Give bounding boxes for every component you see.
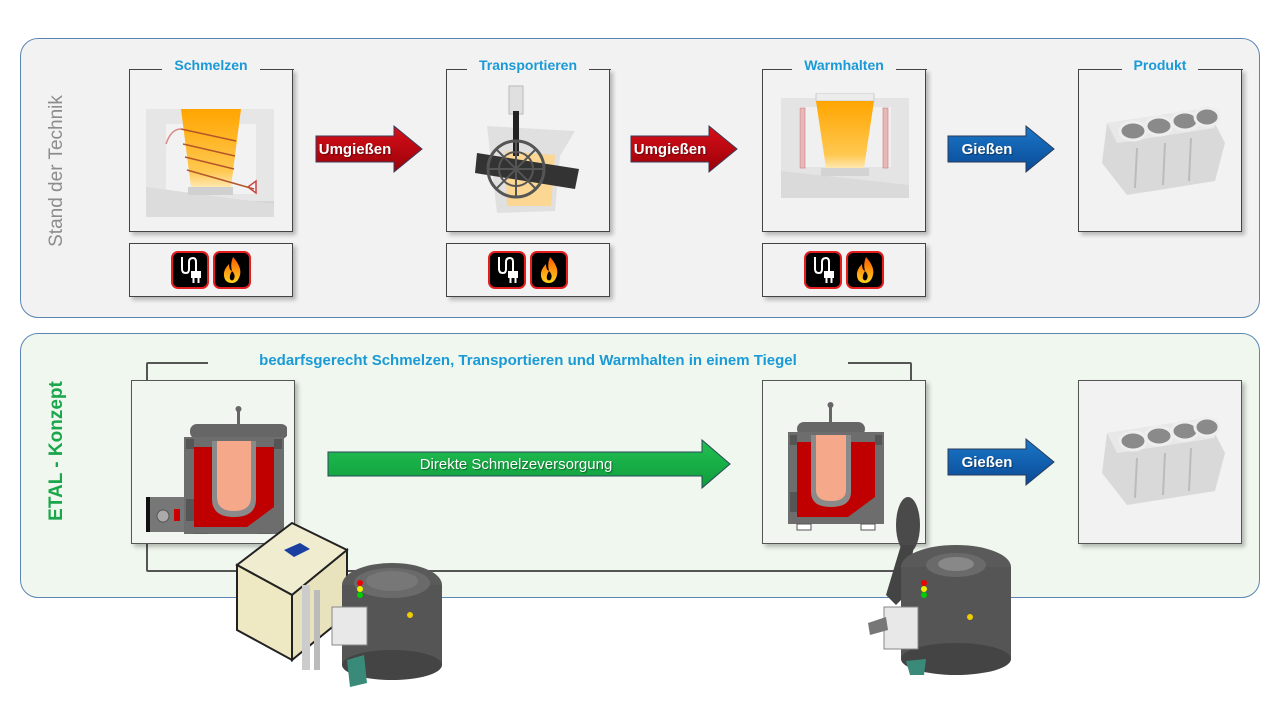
cast-arrow-label: Gießen: [961, 140, 1013, 158]
etal-concept-label: ETAL - Konzept: [46, 381, 67, 521]
cast-arrow-top: Gießen: [946, 124, 1058, 174]
induction-melting-furnace-illustration: [146, 109, 274, 217]
cast-arrow-bottom: Gießen: [946, 437, 1058, 487]
stage-title: Transportieren: [466, 57, 590, 73]
pour-arrow-1: Umgießen: [314, 124, 426, 174]
direct-melt-supply-label: Direkte Schmelzeversorgung: [419, 455, 613, 473]
crucible-furnace-illustration: [788, 402, 884, 531]
stage-produkt: Produkt: [1077, 57, 1243, 232]
transport-ladle-illustration: [475, 85, 579, 213]
stage-warmhalten: Warmhalten: [761, 57, 927, 232]
pour-arrow-label: Umgießen: [633, 140, 707, 158]
engine-block-illustration: [1102, 416, 1225, 505]
crucible-furnace-with-burner-illustration: [146, 406, 287, 534]
stage-schmelzen: Schmelzen: [128, 57, 294, 232]
energy-sources-warmhalten: [762, 243, 926, 297]
stage-title: Schmelzen: [162, 57, 260, 73]
engine-block-illustration: [1102, 106, 1225, 195]
crucible-furnace-box-1: [131, 380, 295, 544]
direct-melt-supply-arrow: Direkte Schmelzeversorgung: [326, 438, 736, 490]
bracket-title: bedarfsgerecht Schmelzen, Transportieren…: [208, 352, 848, 369]
pour-arrow-2: Umgießen: [629, 124, 741, 174]
melting-station-machine: [235, 521, 442, 687]
energy-sources-transportieren: [446, 243, 610, 297]
holding-furnace-illustration: [781, 93, 909, 198]
energy-sources-schmelzen: [129, 243, 293, 297]
flame-icon: [846, 251, 884, 289]
state-of-the-art-label: Stand der Technik: [46, 95, 67, 247]
pour-arrow-label: Umgießen: [318, 140, 392, 158]
electric-plug-icon: [804, 251, 842, 289]
electric-plug-icon: [488, 251, 526, 289]
flame-icon: [213, 251, 251, 289]
electric-plug-icon: [171, 251, 209, 289]
product-box-bottom: [1078, 380, 1242, 544]
flame-icon: [530, 251, 568, 289]
cast-arrow-label: Gießen: [961, 453, 1013, 471]
stage-title: Produkt: [1121, 57, 1199, 73]
stage-title: Warmhalten: [792, 57, 896, 73]
stage-transportieren: Transportieren: [445, 57, 611, 232]
holding-furnace-machine: [868, 497, 1011, 675]
